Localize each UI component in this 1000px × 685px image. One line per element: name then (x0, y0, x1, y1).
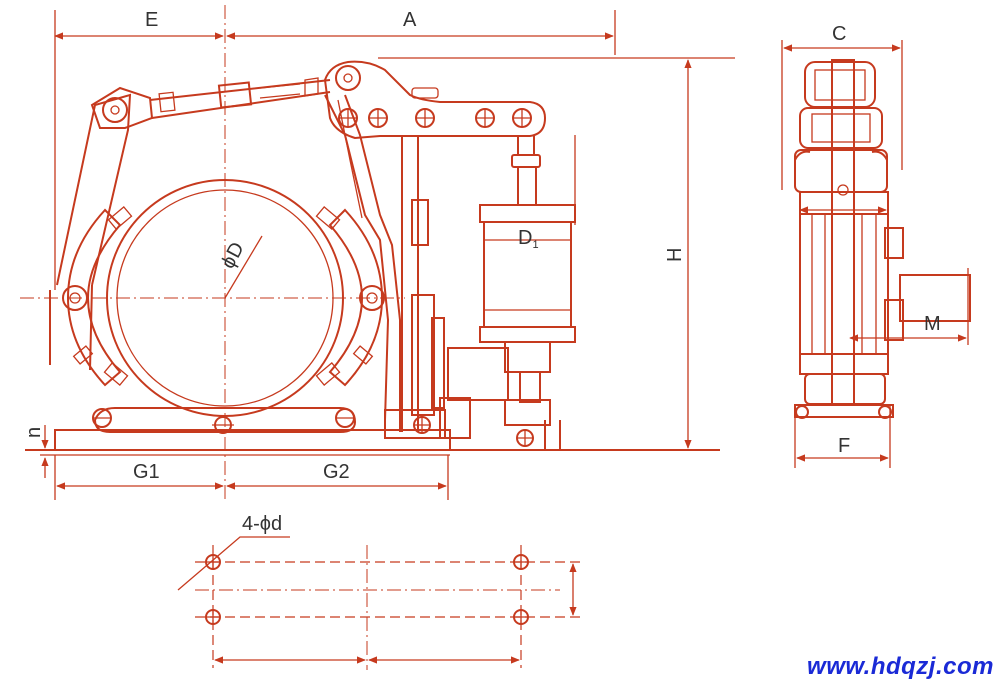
push-rod (401, 136, 419, 432)
left-arm-head (90, 86, 154, 129)
side-shaft (899, 274, 971, 322)
right-brake-arm (324, 94, 401, 432)
thruster-mount (447, 347, 509, 401)
side-body (799, 213, 889, 355)
label-G2: G2 (323, 461, 350, 483)
right-shoe-pin (359, 285, 385, 311)
label-A: A (403, 9, 417, 31)
hole-leader (177, 536, 290, 591)
site-watermark: www.hdqzj.com (807, 653, 994, 680)
label-H: H (664, 248, 686, 262)
lower-link (93, 407, 357, 433)
label-n: n (23, 427, 45, 438)
base-hole-pattern (177, 536, 585, 670)
base-plate (54, 429, 451, 451)
push-rod-spring (411, 199, 429, 246)
side-view (781, 40, 971, 468)
thruster (447, 136, 576, 450)
label-holes: 4-ϕd (242, 513, 282, 535)
left-brake-arm (56, 93, 132, 286)
thruster-top-cap (479, 204, 576, 223)
lever-pivot-upper (335, 65, 361, 91)
label-E: E (145, 9, 158, 31)
front-view (20, 5, 735, 500)
label-G1: G1 (133, 461, 160, 483)
label-C: C (832, 23, 846, 45)
left-shoe-pin (62, 285, 88, 311)
tie-rod (149, 79, 331, 119)
thruster-bottom-cap (479, 326, 576, 343)
right-brake-shoe (328, 208, 384, 387)
label-F: F (838, 435, 850, 457)
tie-rod-turnbuckle (217, 81, 253, 109)
label-D1: D1 (518, 227, 539, 251)
bell-crank-lever (323, 60, 547, 140)
label-M: M (924, 313, 941, 335)
spring-housing (411, 294, 435, 416)
lever-pivot-main (415, 108, 435, 128)
left-brake-shoe (66, 208, 122, 387)
